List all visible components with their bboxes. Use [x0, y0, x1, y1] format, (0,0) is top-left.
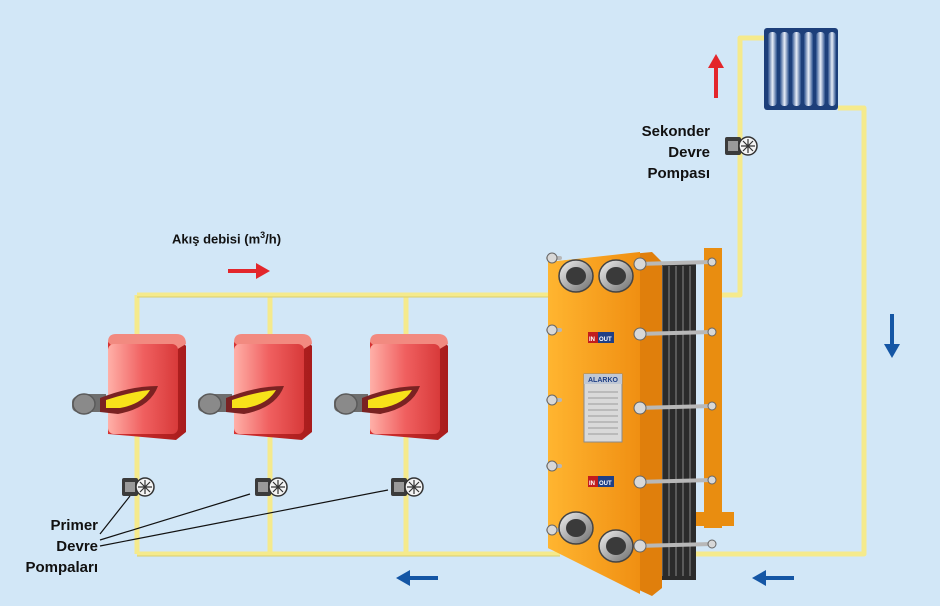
- arrow-secondary-return-left: [752, 570, 794, 586]
- secondary-pump-label: Sekonder Devre Pompası: [641, 123, 710, 182]
- boiler-1: [72, 334, 186, 440]
- secondary-pump: [725, 136, 758, 156]
- radiator: [764, 28, 838, 110]
- pipe-network: [134, 35, 867, 557]
- primary-pump-1: [122, 477, 155, 497]
- hx-port-top-left: [558, 259, 594, 293]
- primary-pumps-label: Primer Devre Pompaları: [25, 517, 98, 576]
- arrow-primary-supply-right: [228, 263, 270, 279]
- hx-tag-upper: IN OUT: [588, 332, 614, 343]
- boiler-2: [198, 334, 312, 440]
- secondary-return-pipe: [650, 105, 867, 557]
- primary-pump-3: [391, 477, 424, 497]
- primary-pump-leaders: [99, 489, 389, 547]
- hx-tag-lower: IN OUT: [588, 476, 614, 487]
- flow-rate-label: Akış debisi (m3/h): [172, 230, 282, 247]
- secondary-supply-pipe: [712, 35, 765, 298]
- boiler-3: [334, 334, 448, 440]
- hx-nameplate: ALARKO: [583, 373, 623, 443]
- hx-brand: ALARKO: [588, 377, 618, 384]
- svg-text:OUT: OUT: [599, 337, 612, 343]
- primary-pump-2: [255, 477, 288, 497]
- arrow-primary-return-left: [396, 570, 438, 586]
- svg-text:OUT: OUT: [599, 481, 612, 487]
- arrow-secondary-return-down: [884, 314, 900, 358]
- hx-port-bottom-left: [558, 511, 594, 545]
- plate-heat-exchanger: IN OUT IN OUT ALARKO: [546, 248, 734, 596]
- hx-port-bottom-right: [598, 529, 634, 563]
- arrow-secondary-supply-up: [708, 54, 724, 98]
- svg-text:IN: IN: [589, 481, 595, 487]
- hx-port-top-right: [598, 259, 634, 293]
- svg-text:IN: IN: [589, 337, 595, 343]
